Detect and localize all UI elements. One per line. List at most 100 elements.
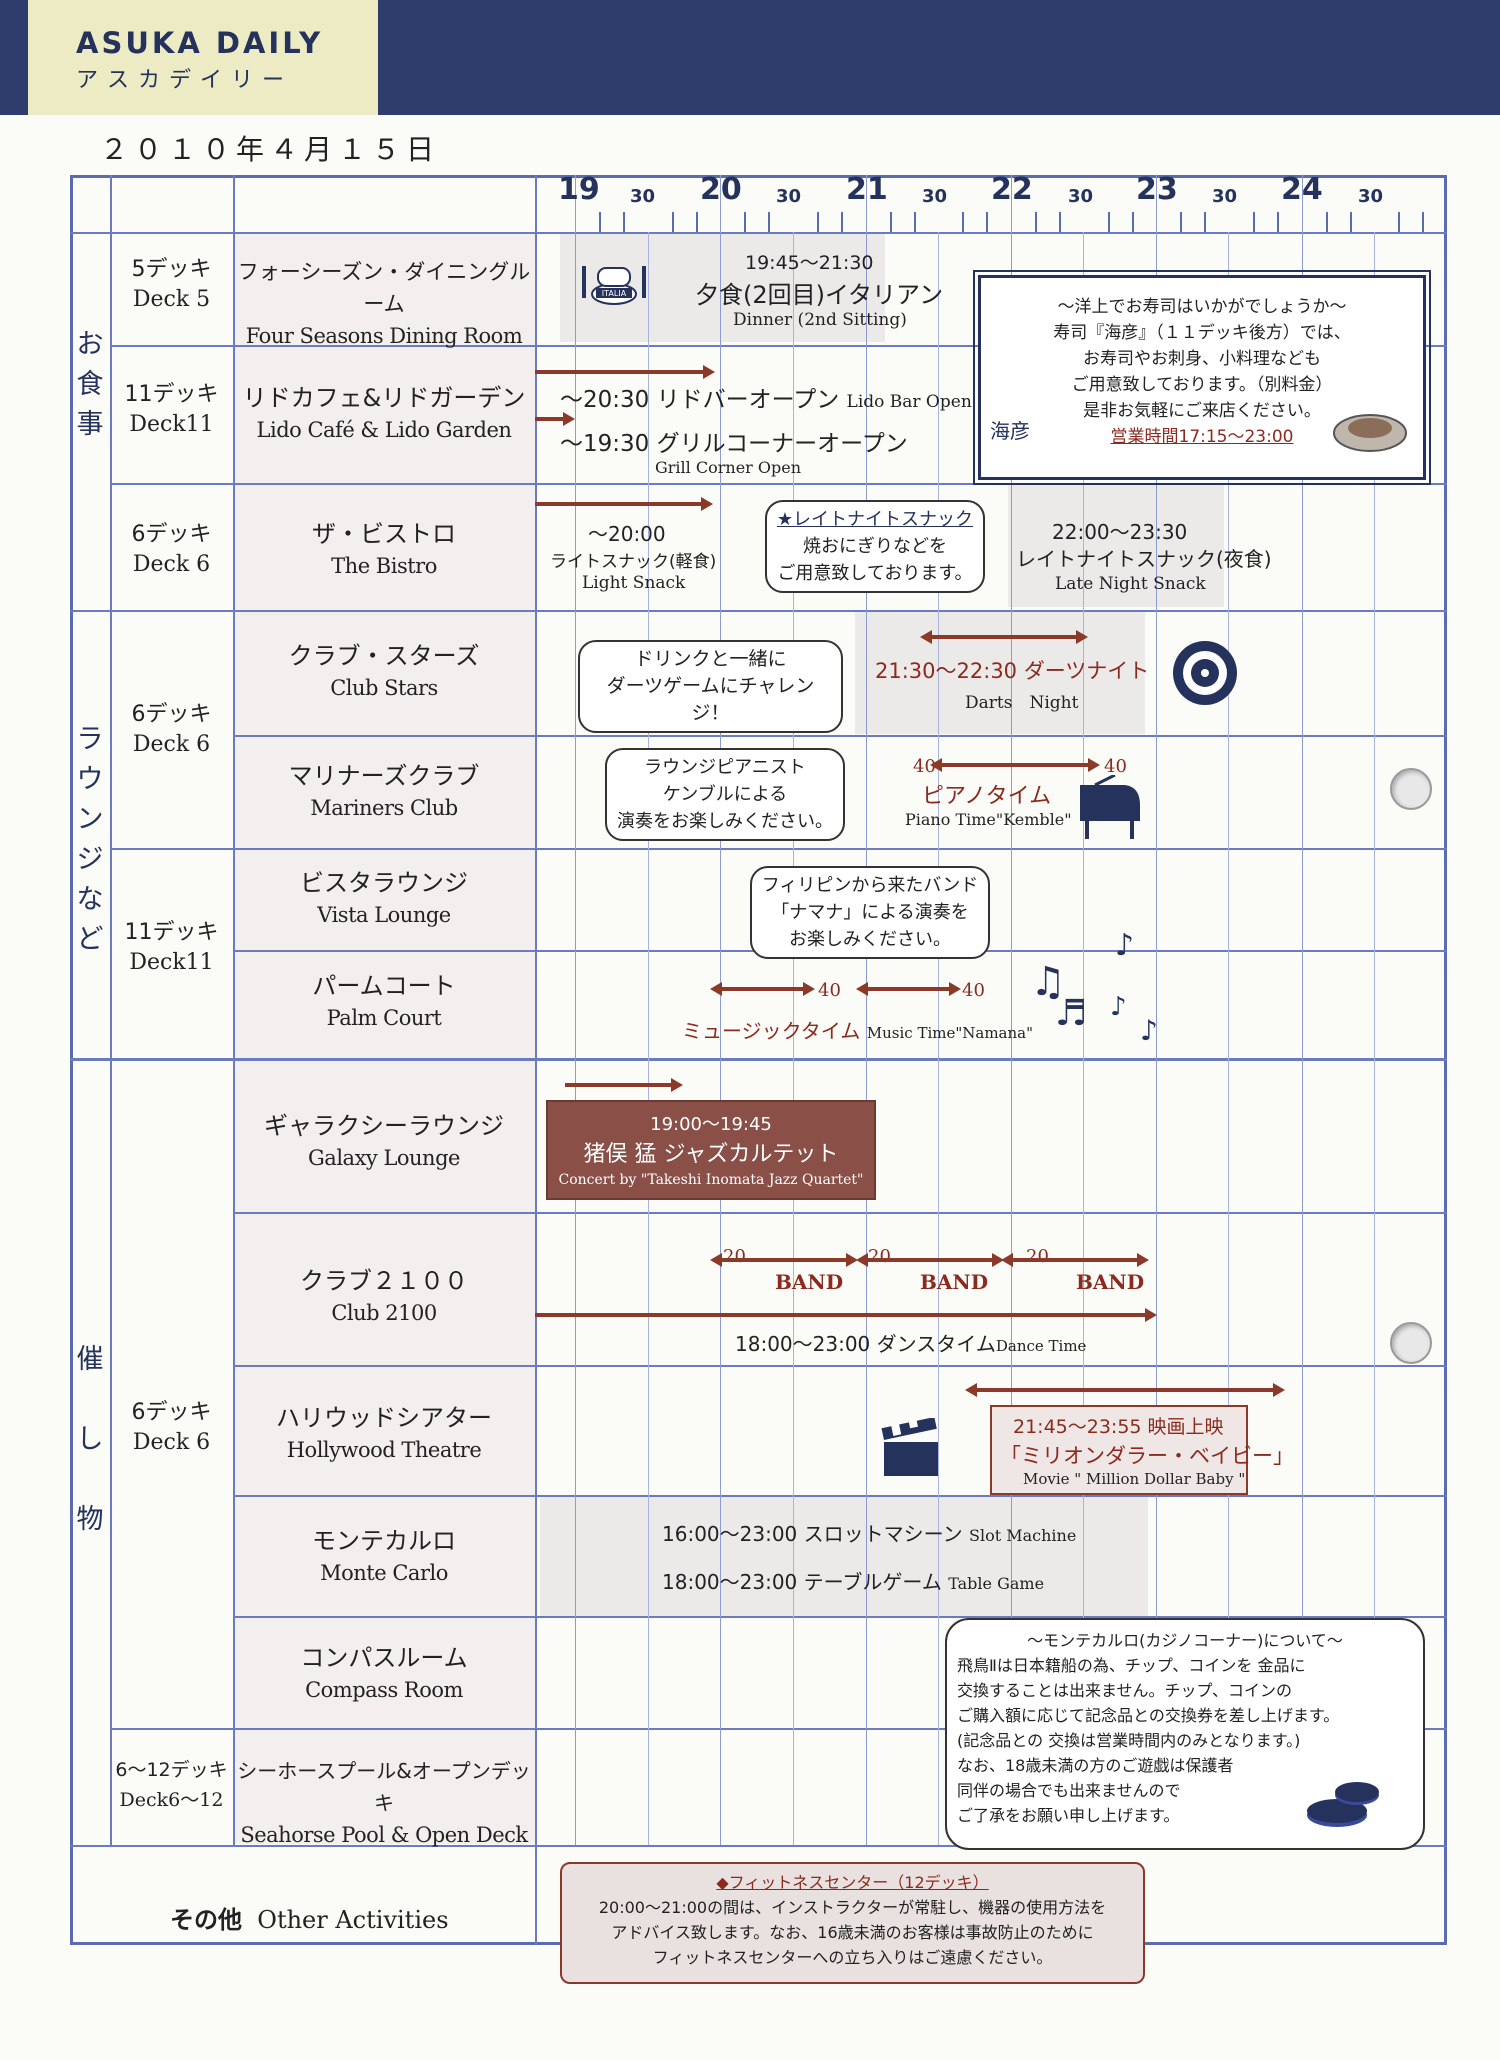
movie-time: 21:45〜23:55 映画上映	[1013, 1416, 1224, 1438]
binder-hole	[1390, 1322, 1432, 1364]
music-forty: 40	[962, 980, 985, 1001]
venue-other: その他 Other Activities	[170, 1906, 449, 1934]
darts-en: Darts Night	[965, 693, 1079, 713]
music-forty: 40	[818, 980, 841, 1001]
schedule-date: ２０１０年４月１５日	[100, 133, 441, 166]
band-twenty: 20	[868, 1246, 891, 1267]
shade-venue-col	[233, 232, 535, 1844]
section-lounge: ラウンジなど	[76, 724, 104, 955]
movie-title: 「ミリオンダラー・ベイビー」	[1000, 1444, 1294, 1468]
fitness-box: ◆フィットネスセンター（12デッキ） 20:00〜21:00の間は、インストラク…	[560, 1862, 1145, 1984]
section-dining: お食事	[76, 329, 104, 440]
minute-label: 30	[1358, 186, 1384, 207]
late-snack-bubble: ★レイトナイトスナック 焼おにぎりなどを ご用意致しております。	[765, 500, 985, 593]
shade-late	[1008, 485, 1224, 607]
shade-darts	[855, 612, 1145, 734]
snack-en: Light Snack	[582, 573, 686, 593]
piano-icon	[1075, 773, 1145, 840]
dinner-title: 夕食(2回目)イタリアン	[695, 281, 944, 309]
piano-ja: ピアノタイム	[922, 784, 1052, 809]
movie-arrow	[965, 1383, 1285, 1397]
svg-text:♪: ♪	[1110, 992, 1127, 1022]
brand-kana: アスカデイリー	[76, 68, 294, 93]
slot-label: 16:00〜23:00 スロットマシーン Slot Machine	[662, 1522, 1077, 1546]
minute-label: 30	[630, 186, 656, 207]
band-twenty: 20	[1026, 1246, 1049, 1267]
minute-label: 30	[1212, 186, 1238, 207]
band-label: BAND	[920, 1270, 989, 1294]
binder-hole	[1390, 768, 1432, 810]
hour-label: 20	[700, 172, 742, 207]
music-label: ミュージックタイム Music Time"Namana"	[682, 1019, 1033, 1043]
section-events: 催し物	[76, 1344, 104, 1535]
piano-en: Piano Time"Kemble"	[905, 810, 1072, 829]
band-label: BAND	[775, 1270, 844, 1294]
grill-en: Grill Corner Open	[655, 458, 802, 477]
sushi-plate-icon	[1330, 395, 1410, 455]
italia-icon: ITALIA	[578, 256, 650, 312]
music-notes-icon: ♪ ♫♬ ♪ ♪	[1025, 925, 1175, 1047]
svg-text:♪: ♪	[1140, 1014, 1158, 1045]
brand-logo: ASUKA DAILY アスカデイリー	[28, 0, 378, 115]
late-en: Late Night Snack	[1055, 574, 1206, 594]
darts-arrow	[920, 630, 1088, 644]
hour-label: 22	[991, 172, 1033, 207]
svg-text:♬: ♬	[1055, 993, 1087, 1034]
dance-label: 18:00〜23:00 ダンスタイムDance Time	[735, 1332, 1087, 1356]
svg-text:♫: ♫	[1030, 959, 1066, 1005]
late-ja: レイトナイトスナック(夜食)	[1016, 547, 1272, 571]
clapperboard-icon	[880, 1414, 942, 1480]
minute-label: 30	[922, 186, 948, 207]
piano-bubble: ラウンジピアニスト ケンブルによる 演奏をお楽しみください。	[605, 748, 845, 841]
music-arrow	[856, 982, 961, 996]
snack-ja: ライトスナック(軽食)	[550, 552, 717, 572]
grill-label: 〜19:30 グリルコーナーオープン	[560, 431, 908, 457]
casino-chips-icon	[1297, 1775, 1387, 1835]
table-label: 18:00〜23:00 テーブルゲーム Table Game	[662, 1570, 1045, 1594]
namana-bubble: フィリピンから来たバンド 「ナマナ」による演奏を お楽しみください。	[750, 866, 990, 959]
band-twenty: 20	[723, 1246, 746, 1267]
casino-notice: 〜モンテカルロ(カジノコーナー)について〜 飛鳥Ⅱは日本籍船の為、チップ、コイン…	[945, 1618, 1425, 1850]
band-arrow	[710, 1253, 858, 1267]
dartboard-icon	[1170, 638, 1240, 708]
piano-forty: 40	[1104, 756, 1127, 777]
band-arrow	[1001, 1253, 1149, 1267]
svg-text:♪: ♪	[1115, 928, 1134, 963]
minute-label: 30	[776, 186, 802, 207]
late-time: 22:00〜23:30	[1052, 520, 1188, 544]
dance-arrow	[535, 1308, 1157, 1322]
hour-label: 23	[1136, 172, 1178, 207]
movie-en: Movie " Million Dollar Baby "	[1023, 1470, 1246, 1488]
hour-label: 21	[846, 172, 888, 207]
movie-box	[990, 1405, 1248, 1495]
darts-time: 21:30〜22:30 ダーツナイト	[875, 659, 1150, 683]
snack-time: 〜20:00	[588, 522, 666, 546]
shade-monte	[540, 1496, 1148, 1616]
piano-arrow	[930, 758, 1100, 772]
jazz-arrow	[565, 1078, 683, 1092]
grill-arrow	[535, 412, 575, 426]
darts-bubble: ドリンクと一緒に ダーツゲームにチャレンジ！	[578, 640, 843, 733]
minute-label: 30	[1068, 186, 1094, 207]
hour-label: 19	[558, 172, 600, 207]
lido-bar-arrow	[535, 365, 715, 379]
svg-text:ITALIA: ITALIA	[602, 289, 627, 298]
sushi-sign: 海彦	[990, 419, 1030, 443]
